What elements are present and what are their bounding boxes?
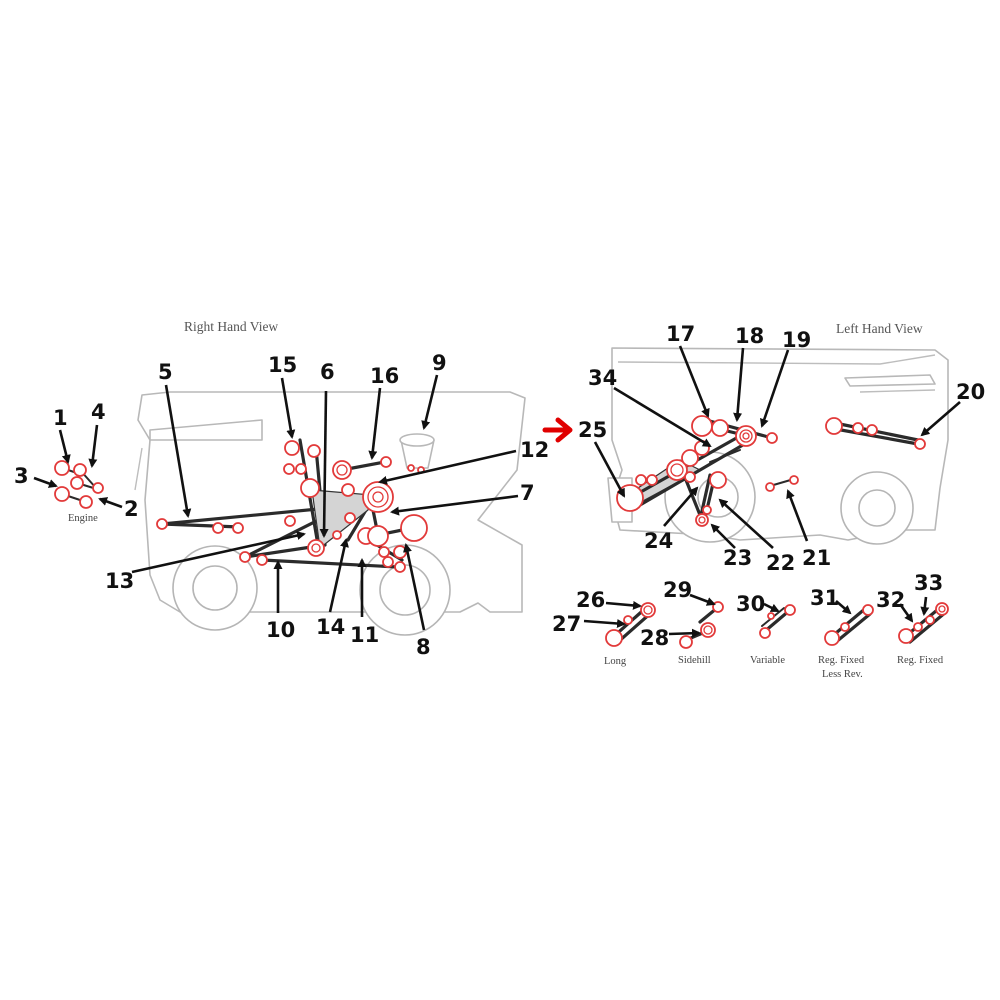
callout-26: 26 (576, 588, 605, 612)
engine-group: Engine (54, 460, 104, 524)
callout-numbers: 1 2 3 4 5 6 7 8 9 10 11 12 13 14 15 16 1… (14, 322, 985, 659)
callout-arrows (33, 345, 961, 638)
right-pulleys (156, 440, 428, 573)
callout-15: 15 (268, 353, 297, 377)
callout-7: 7 (520, 481, 535, 505)
callout-23: 23 (723, 546, 752, 570)
left-front-wheel-hub (858, 489, 896, 527)
callout-19: 19 (782, 328, 811, 352)
callout-6: 6 (320, 360, 335, 384)
callout-20: 20 (956, 380, 985, 404)
callout-10: 10 (266, 618, 295, 642)
variant-reg-fixed-less-rev-label-2: Less Rev. (822, 669, 863, 680)
callout-25: 25 (578, 418, 607, 442)
callout-13: 13 (105, 569, 134, 593)
callout-8: 8 (416, 635, 431, 659)
variant-sidehill-label: Sidehill (678, 655, 711, 666)
callout-16: 16 (370, 364, 399, 388)
right-hand-view: Right Hand View Engine (54, 319, 526, 636)
callout-29: 29 (663, 578, 692, 602)
callout-14: 14 (316, 615, 345, 639)
drive-variant-sidehill: Sidehill (678, 601, 724, 666)
drive-variant-reg-fixed: Reg. Fixed (897, 602, 949, 666)
drive-variant-long: Long (604, 602, 656, 667)
variant-reg-fixed-label: Reg. Fixed (897, 655, 944, 666)
callout-22: 22 (766, 551, 795, 575)
left-top-line (617, 354, 936, 365)
right-rear-wheel-hub (379, 564, 431, 616)
callout-5: 5 (158, 360, 173, 384)
left-cab-window (844, 374, 936, 387)
left-view-title: Left Hand View (836, 321, 923, 336)
callout-33: 33 (914, 571, 943, 595)
callout-4: 4 (91, 400, 106, 424)
callout-17: 17 (666, 322, 695, 346)
callout-21: 21 (802, 546, 831, 570)
right-front-wheel-hub (192, 565, 238, 611)
variant-long-label: Long (604, 656, 627, 667)
right-panel-line (134, 447, 143, 491)
engine-label: Engine (68, 513, 98, 524)
callout-27: 27 (552, 612, 581, 636)
callout-24: 24 (644, 529, 673, 553)
callout-34: 34 (588, 366, 617, 390)
callout-12: 12 (520, 438, 549, 462)
right-view-title: Right Hand View (184, 319, 278, 334)
callout-31: 31 (810, 586, 839, 610)
variant-variable-label: Variable (750, 655, 785, 666)
callout-3: 3 (14, 464, 29, 488)
callout-18: 18 (735, 324, 764, 348)
callout-1: 1 (53, 406, 68, 430)
callout-28: 28 (640, 626, 669, 650)
callout-32: 32 (876, 588, 905, 612)
callout-2: 2 (124, 497, 139, 521)
callout-30: 30 (736, 592, 765, 616)
drive-variant-variable: Variable (750, 604, 796, 666)
drive-variant-reg-fixed-less-rev: Reg. Fixed Less Rev. (818, 604, 874, 680)
callout-9: 9 (432, 351, 447, 375)
right-cab-window (149, 419, 263, 441)
red-right-arrow-icon (542, 417, 573, 443)
variant-reg-fixed-less-rev-label-1: Reg. Fixed (818, 655, 865, 666)
callout-11: 11 (350, 623, 379, 647)
